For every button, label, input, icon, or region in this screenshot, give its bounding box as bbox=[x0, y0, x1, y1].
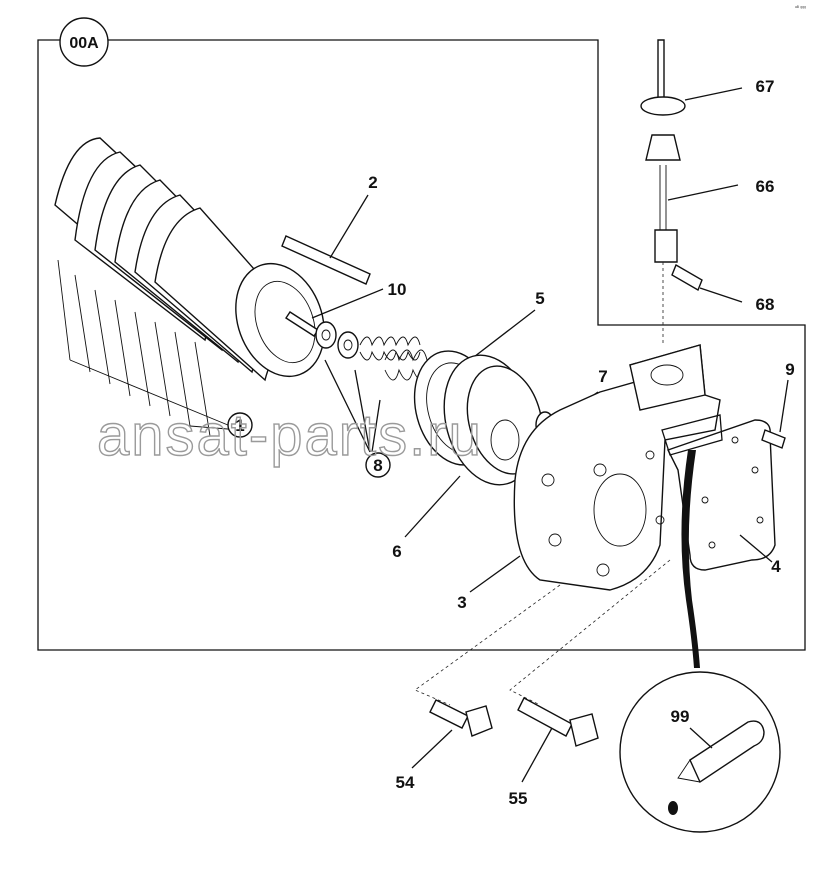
view-label-badge: 00A bbox=[59, 17, 109, 67]
washer-set bbox=[315, 321, 359, 359]
svg-text:1: 1 bbox=[235, 416, 244, 435]
callout-8: 8 bbox=[365, 452, 391, 478]
spring-pair bbox=[359, 336, 428, 381]
watermark: ansat-parts.ru bbox=[97, 403, 483, 468]
pin-part bbox=[281, 235, 371, 285]
callout-6: 6 bbox=[392, 542, 401, 561]
callout-4: 4 bbox=[771, 557, 781, 576]
leader-3 bbox=[469, 555, 521, 593]
leader-68 bbox=[699, 287, 743, 303]
assembly-frame bbox=[37, 39, 806, 651]
view-label: 00A bbox=[69, 35, 99, 52]
control-rod-assembly bbox=[640, 39, 703, 345]
callout-66: 66 bbox=[756, 177, 775, 196]
sealant-strip bbox=[681, 450, 700, 668]
callout-3: 3 bbox=[457, 593, 466, 612]
bolt-55-part bbox=[517, 697, 599, 747]
housing-part bbox=[513, 344, 721, 591]
callout-2: 2 bbox=[368, 173, 377, 192]
leader-9 bbox=[779, 379, 789, 433]
callout-68: 68 bbox=[756, 295, 775, 314]
leader-54 bbox=[411, 729, 453, 769]
corner-mark: ᵃᴮ ᵍᵍᵍ bbox=[795, 5, 806, 11]
leader-55 bbox=[521, 727, 553, 783]
leader-66 bbox=[667, 184, 739, 201]
leader-8 bbox=[324, 359, 381, 453]
leader-6 bbox=[404, 475, 461, 538]
clutch-plate-stack bbox=[54, 137, 325, 437]
leader-5 bbox=[469, 309, 536, 361]
leader-67 bbox=[684, 87, 743, 101]
callout-9: 9 bbox=[785, 360, 794, 379]
gasket-part bbox=[661, 414, 723, 456]
callout-5: 5 bbox=[535, 289, 544, 308]
leader-99 bbox=[689, 727, 713, 749]
callout-1: 1 bbox=[227, 412, 253, 438]
callout-67: 67 bbox=[756, 77, 775, 96]
leader-4 bbox=[739, 534, 773, 563]
leader-2 bbox=[329, 194, 369, 259]
callout-54: 54 bbox=[396, 773, 415, 792]
callout-99: 99 bbox=[671, 707, 690, 726]
bolt-54-part bbox=[429, 699, 493, 737]
bolt-9-part bbox=[761, 429, 786, 449]
callout-7: 7 bbox=[598, 367, 607, 386]
assembly-line-54 bbox=[414, 584, 561, 706]
sealant-detail bbox=[619, 671, 781, 833]
callout-55: 55 bbox=[509, 789, 528, 808]
screw-part bbox=[285, 311, 319, 337]
leader-10 bbox=[311, 288, 384, 319]
assembly-line-55 bbox=[509, 559, 671, 706]
svg-text:8: 8 bbox=[373, 456, 382, 475]
callout-10: 10 bbox=[388, 280, 407, 299]
